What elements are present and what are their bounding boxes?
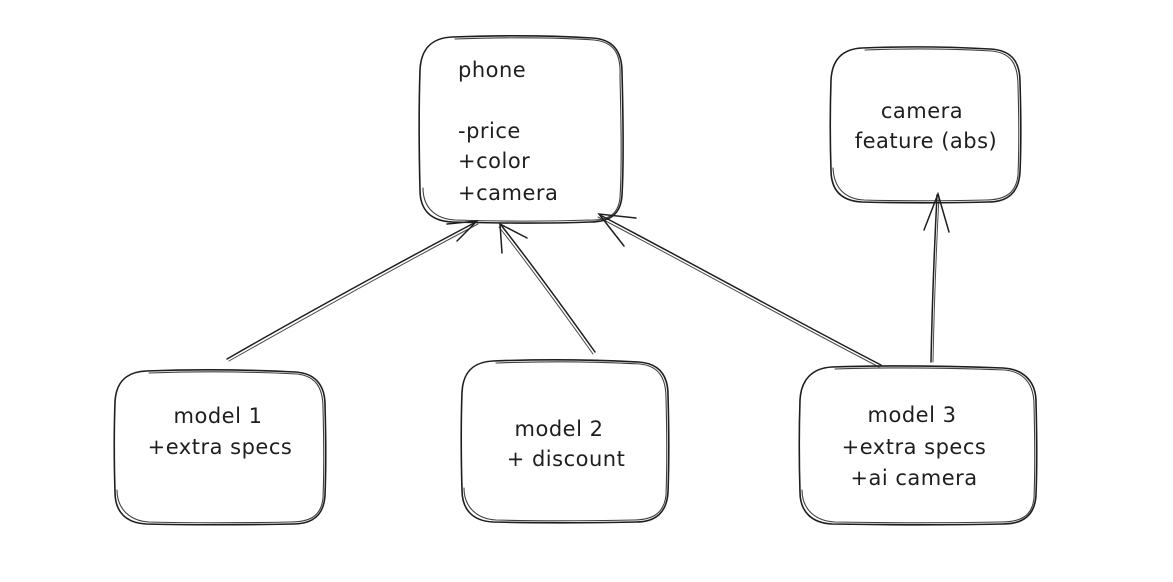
- model3-line-1: model 3: [868, 403, 957, 427]
- phone-attr-color: +color: [458, 149, 530, 173]
- camera-feature-box: [829, 46, 1022, 204]
- phone-title: phone: [458, 58, 526, 82]
- edge-model3-to-phone: [597, 213, 882, 368]
- edge-model3-to-camera-feature: [923, 191, 950, 363]
- edge-model1-to-phone-line-sketch: [228, 223, 479, 362]
- model1-line-2: +extra specs: [148, 435, 293, 459]
- edge-model3-to-phone-line-sketch: [597, 216, 880, 368]
- model2-line-2: + discount: [507, 447, 626, 471]
- edge-model2-to-phone-arrowhead: [499, 222, 528, 254]
- model1-node[interactable]: model 1 +extra specs: [113, 369, 327, 526]
- edge-model1-to-phone: [226, 220, 480, 362]
- edge-model2-to-phone-line: [500, 224, 596, 353]
- edge-model3-to-phone-line: [599, 214, 882, 366]
- edge-model3-to-phone-arrowhead: [597, 213, 637, 247]
- phone-box-sketch: [422, 37, 622, 222]
- edge-model2-to-phone: [498, 222, 596, 355]
- model3-box: [798, 365, 1038, 526]
- model3-box-sketch: [801, 367, 1036, 524]
- phone-box: [418, 35, 624, 224]
- model1-line-1: model 1: [174, 404, 263, 428]
- edge-model1-to-phone-line: [226, 221, 477, 360]
- model2-box-sketch: [463, 361, 668, 522]
- camera-feature-line-1: camera: [881, 99, 963, 123]
- model3-line-2: +extra specs: [842, 435, 987, 459]
- edge-model3-to-camera-feature-line-sketch: [932, 195, 940, 363]
- edge-model3-to-camera-feature-line: [930, 194, 938, 363]
- phone-attr-camera: +camera: [458, 181, 558, 205]
- camera-feature-line-2: feature (abs): [855, 129, 998, 153]
- model2-line-1: model 2: [515, 417, 604, 441]
- model2-box: [460, 359, 670, 524]
- model3-line-3: +ai camera: [850, 466, 977, 490]
- camera-feature-node[interactable]: camera feature (abs): [829, 46, 1022, 204]
- camera-feature-box-sketch: [832, 48, 1020, 202]
- model3-node[interactable]: model 3 +extra specs +ai camera: [798, 365, 1038, 526]
- edge-model1-to-phone-arrowhead: [446, 220, 480, 242]
- model1-box-sketch: [116, 371, 325, 524]
- phone-node[interactable]: phone -price +color +camera: [418, 35, 624, 224]
- model2-node[interactable]: model 2 + discount: [460, 359, 670, 524]
- model1-box: [113, 369, 327, 526]
- edge-model2-to-phone-line-sketch: [498, 226, 594, 355]
- phone-attr-price: -price: [458, 119, 521, 143]
- edge-model3-to-camera-feature-arrowhead: [923, 191, 950, 233]
